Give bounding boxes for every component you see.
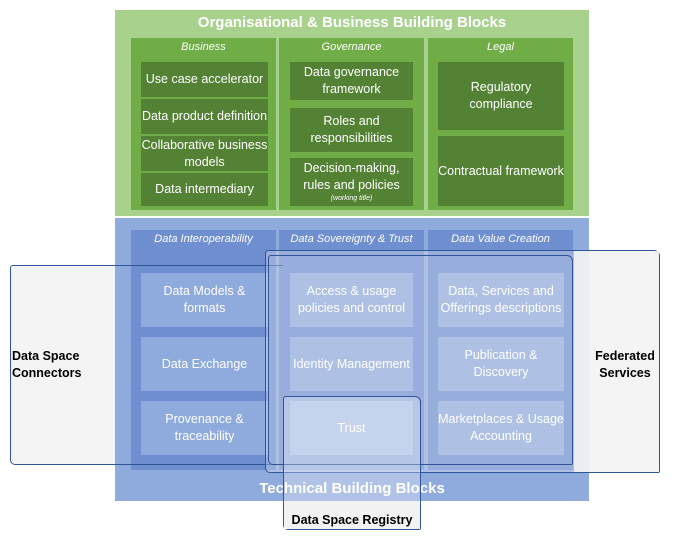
connectors-outline-bottom (115, 464, 283, 466)
federated-right-bg (574, 251, 659, 472)
block-access-usage-policies: Access & usage policies and control (290, 273, 413, 327)
registry-label: Data Space Registry (291, 513, 413, 527)
block-provenance: Provenance & traceability (141, 401, 268, 455)
column-label: Business (181, 41, 226, 53)
block-marketplaces: Marketplaces & Usage Accounting (438, 401, 564, 455)
block-identity-management: Identity Management (290, 337, 413, 391)
block-use-case-accelerator: Use case accelerator (141, 62, 268, 97)
organisational-title: Organisational & Business Building Block… (197, 14, 507, 31)
column-label: Governance (321, 41, 382, 53)
block-contractual-framework: Contractual framework (438, 136, 564, 206)
block-data-exchange: Data Exchange (141, 337, 268, 391)
block-roles-responsibilities: Roles and responsibilities (290, 108, 413, 152)
block-data-intermediary: Data intermediary (141, 173, 268, 206)
block-data-product-definition: Data product definition (141, 99, 268, 134)
block-offerings-descriptions: Data, Services and Offerings description… (438, 273, 564, 327)
block-publication-discovery: Publication & Discovery (438, 337, 564, 391)
block-collaborative-business-models: Collaborative business models (141, 136, 268, 171)
federated-label: Federated Services (595, 349, 655, 380)
block-data-governance-framework: Data governance framework (290, 62, 413, 100)
block-trust: Trust (290, 401, 413, 455)
column-label: Legal (487, 41, 514, 53)
connectors-outline-top (115, 265, 283, 267)
block-data-models: Data Models & formats (141, 273, 268, 327)
working-title-note: (working title) (330, 195, 373, 203)
technical-title: Technical Building Blocks (259, 480, 445, 497)
registry-label-bg (284, 501, 420, 529)
block-regulatory-compliance: Regulatory compliance (438, 62, 564, 130)
connectors-label: Data Space Connectors (12, 349, 82, 380)
block-decision-making: Decision-making, rules and policies(work… (290, 158, 413, 206)
